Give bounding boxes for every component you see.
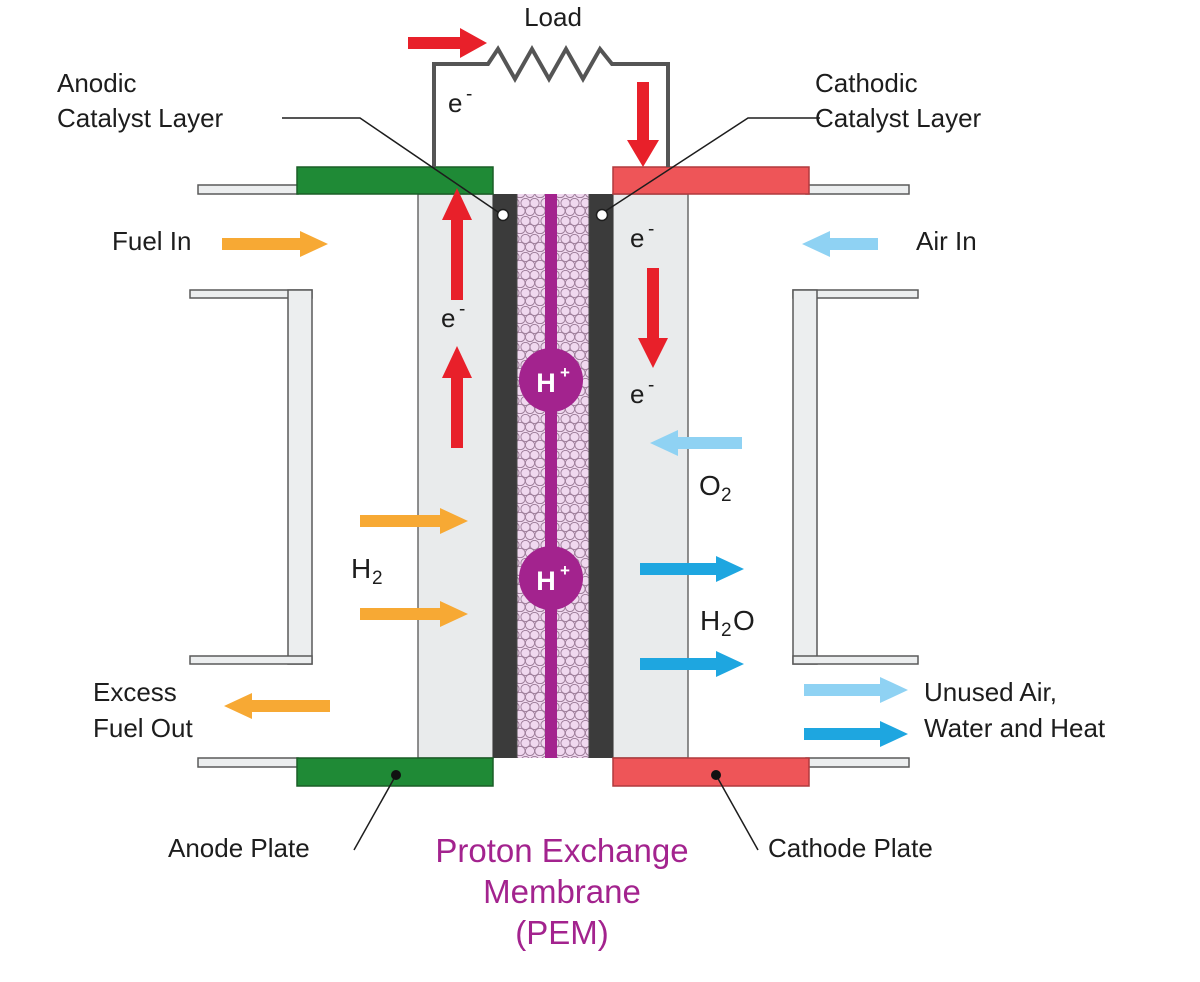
anodic-catalyst-marker bbox=[496, 208, 510, 222]
h2-label: H 2 bbox=[351, 553, 383, 589]
h2o-arrow-upper bbox=[640, 556, 744, 582]
svg-text:e: e bbox=[441, 303, 455, 333]
air-in-arrow bbox=[802, 231, 878, 257]
fuel-in-arrow bbox=[222, 231, 328, 257]
electron-label-cathode-top: e - bbox=[630, 219, 654, 253]
svg-text:O: O bbox=[699, 470, 721, 501]
air-arrows bbox=[650, 231, 908, 703]
leader-lines bbox=[282, 117, 820, 851]
fuel-in-label: Fuel In bbox=[112, 226, 192, 256]
electron-arrow-circuit-right bbox=[408, 28, 487, 58]
svg-text:2: 2 bbox=[372, 568, 383, 589]
unused-air-label-line2: Water and Heat bbox=[924, 713, 1106, 743]
proton-ion-upper: H + bbox=[519, 348, 583, 412]
unused-air-label-line1: Unused Air, bbox=[924, 677, 1057, 707]
water-arrows bbox=[640, 556, 908, 747]
h2-arrow-lower bbox=[360, 601, 468, 627]
cathode-plate-label: Cathode Plate bbox=[768, 833, 933, 863]
anode-plate-marker bbox=[391, 770, 401, 780]
h2o-arrow-lower bbox=[640, 651, 744, 677]
anode-plate-top bbox=[296, 166, 494, 195]
electron-label-cathode-bottom: e - bbox=[630, 375, 654, 409]
cathode-plate-bottom bbox=[612, 757, 810, 787]
membrane-core bbox=[545, 194, 557, 758]
cathodic-catalyst-layer bbox=[589, 194, 613, 758]
membrane-right-half bbox=[557, 194, 589, 758]
cathode-flow-frame bbox=[792, 184, 919, 768]
pem-label-line3: (PEM) bbox=[515, 914, 609, 951]
o2-arrow bbox=[650, 430, 742, 456]
anodic-catalyst-label-line1: Anodic bbox=[57, 68, 137, 98]
water-heat-out-arrow bbox=[804, 721, 908, 747]
svg-text:2: 2 bbox=[721, 620, 732, 641]
electron-arrow-anode-up-2 bbox=[442, 346, 472, 448]
cathodic-catalyst-label-line1: Cathodic bbox=[815, 68, 918, 98]
svg-text:H: H bbox=[351, 553, 371, 584]
electron-arrow-cathode-down bbox=[638, 268, 668, 368]
cathodic-catalyst-label-line2: Catalyst Layer bbox=[815, 103, 982, 133]
h2-arrow-upper bbox=[360, 508, 468, 534]
excess-fuel-out-arrow bbox=[224, 693, 330, 719]
electron-label-anode: e - bbox=[441, 299, 465, 333]
cathode-plate-top bbox=[612, 166, 810, 195]
svg-text:O: O bbox=[733, 605, 755, 636]
svg-text:2: 2 bbox=[721, 485, 732, 506]
svg-text:-: - bbox=[648, 375, 654, 396]
unused-air-arrow bbox=[804, 677, 908, 703]
proton-label: H bbox=[536, 368, 556, 398]
membrane-left-half bbox=[517, 194, 549, 758]
svg-text:e: e bbox=[630, 223, 644, 253]
load-label: Load bbox=[524, 2, 582, 32]
cathode-plate-marker bbox=[711, 770, 721, 780]
electron-arrow-circuit-down bbox=[627, 82, 659, 167]
proton-charge: + bbox=[560, 363, 570, 382]
external-circuit-wire bbox=[432, 44, 670, 167]
excess-fuel-label-line1: Excess bbox=[93, 677, 177, 707]
air-in-label: Air In bbox=[916, 226, 977, 256]
svg-text:H: H bbox=[700, 605, 720, 636]
electron-arrow-anode-up-1 bbox=[442, 188, 472, 300]
anodic-catalyst-label-line2: Catalyst Layer bbox=[57, 103, 224, 133]
anode-flow-frame bbox=[189, 184, 313, 768]
cathodic-catalyst-marker bbox=[595, 208, 609, 222]
o2-label: O 2 bbox=[699, 470, 732, 506]
proton-ion-lower: H + bbox=[519, 546, 583, 610]
svg-text:e: e bbox=[448, 88, 462, 118]
proton-label: H bbox=[536, 566, 556, 596]
svg-text:-: - bbox=[466, 84, 472, 105]
svg-text:e: e bbox=[630, 379, 644, 409]
proton-charge: + bbox=[560, 561, 570, 580]
pem-label-line2: Membrane bbox=[483, 873, 641, 910]
h2o-label: H 2 O bbox=[700, 605, 755, 641]
electron-flow-arrows bbox=[408, 28, 668, 448]
electron-label-circuit: e - bbox=[448, 84, 472, 118]
fuel-arrows bbox=[222, 231, 468, 719]
anodic-catalyst-layer bbox=[493, 194, 517, 758]
svg-text:-: - bbox=[648, 219, 654, 240]
pem-label-line1: Proton Exchange bbox=[435, 832, 688, 869]
excess-fuel-label-line2: Fuel Out bbox=[93, 713, 193, 743]
svg-text:-: - bbox=[459, 299, 465, 320]
anode-plate-label: Anode Plate bbox=[168, 833, 310, 863]
